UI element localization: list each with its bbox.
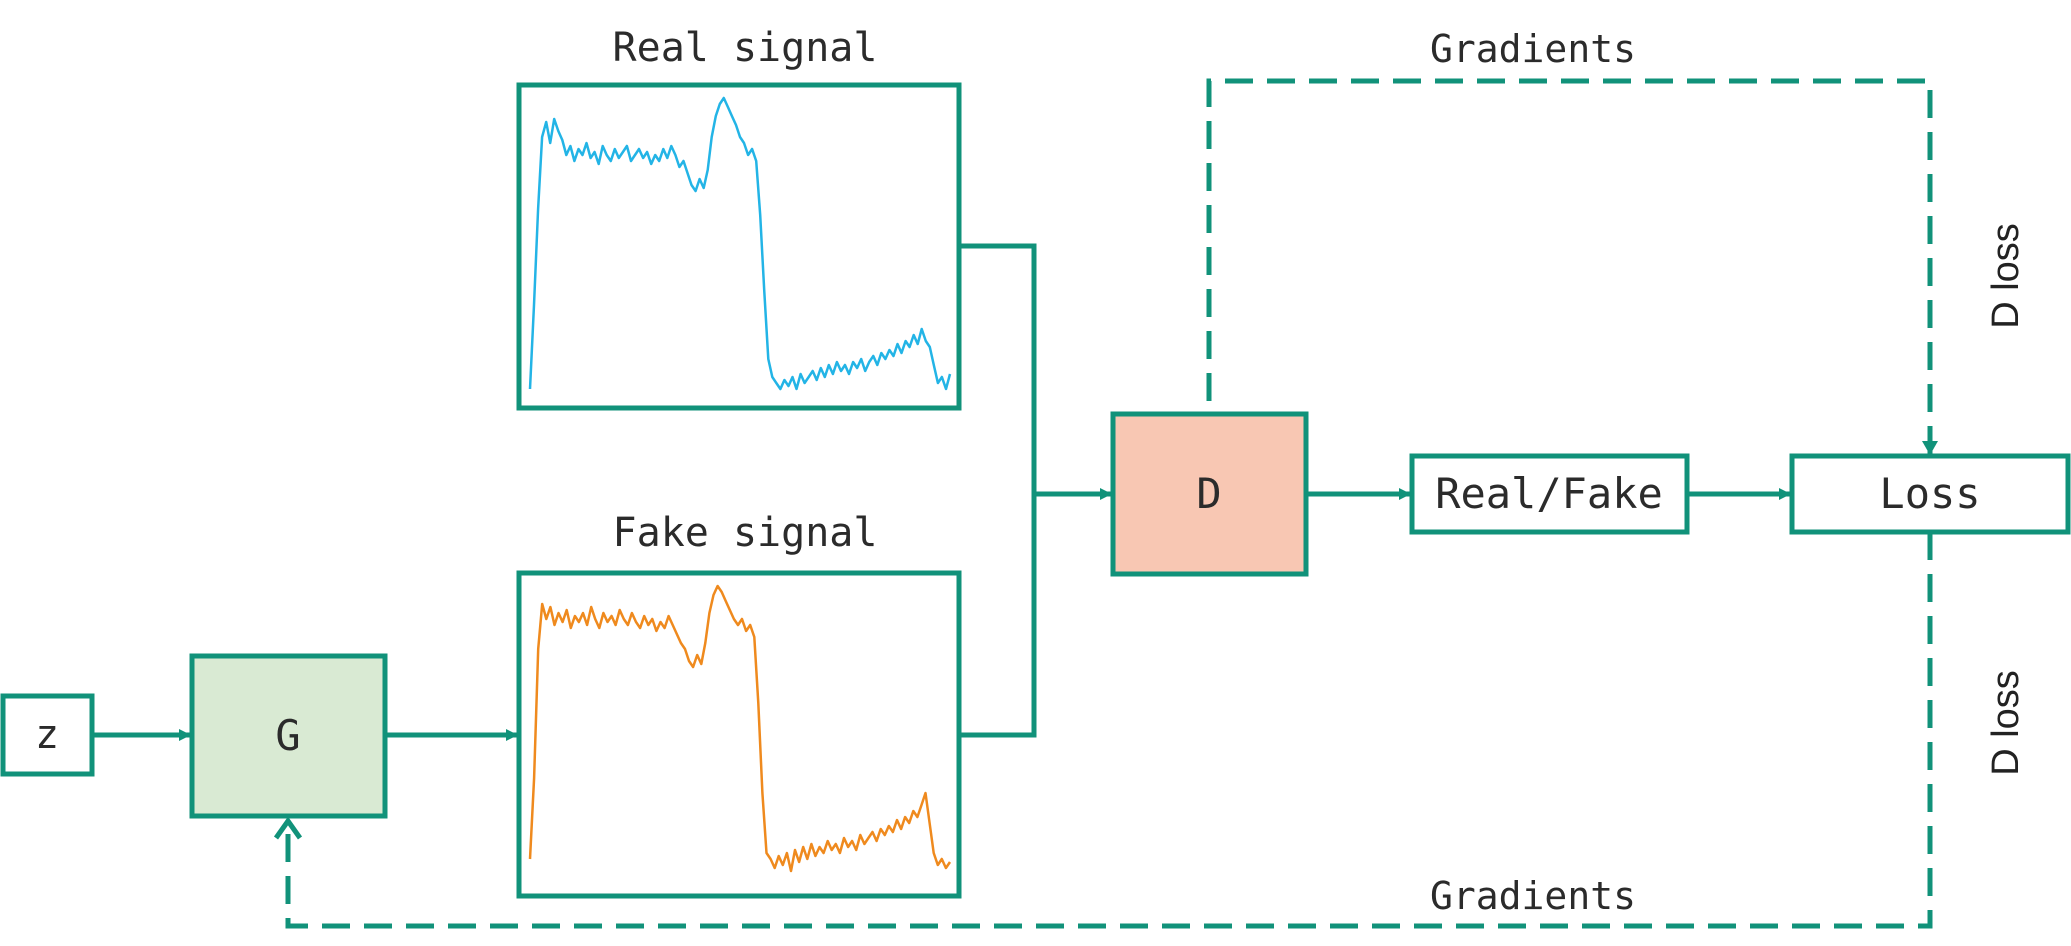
gradients-label-top: Gradients bbox=[1430, 27, 1636, 71]
line-fake-signal-to-junction bbox=[959, 494, 1037, 738]
loss-box bbox=[1789, 453, 2071, 535]
arrowhead-into-loss bbox=[1922, 441, 1938, 455]
real-fake-label: Real/Fake bbox=[1435, 469, 1663, 518]
real-signal-line bbox=[528, 96, 952, 391]
fake-signal-frame bbox=[516, 570, 962, 899]
gradients-label-bottom: Gradients bbox=[1430, 874, 1636, 918]
discriminator-label: D bbox=[1196, 469, 1221, 518]
d-loss-label-bottom: D loss bbox=[1985, 670, 2027, 776]
line-real-signal-to-junction bbox=[959, 243, 1037, 494]
real-fake-node: Real/Fake bbox=[1409, 453, 1690, 535]
arrowhead-into-g bbox=[273, 816, 303, 840]
z-label: z bbox=[35, 712, 59, 758]
generator-label: G bbox=[275, 711, 300, 760]
real-fake-box bbox=[1409, 453, 1690, 535]
fake-signal-panel bbox=[516, 570, 962, 899]
fake-signal-line bbox=[528, 584, 952, 873]
loss-label: Loss bbox=[1879, 469, 1980, 518]
real-signal-title: Real signal bbox=[613, 25, 878, 71]
generator-box bbox=[189, 653, 388, 819]
z-box bbox=[0, 693, 95, 777]
real-signal-frame bbox=[516, 82, 962, 411]
generator-node: G bbox=[189, 653, 388, 819]
dashed-gradient-paths bbox=[285, 78, 1933, 929]
d-loss-label-top: D loss bbox=[1985, 223, 2027, 329]
solid-connectors bbox=[92, 243, 1791, 741]
loss-node: Loss bbox=[1789, 453, 2071, 535]
real-signal-panel bbox=[516, 82, 962, 411]
discriminator-node: D bbox=[1110, 411, 1309, 577]
fake-signal-title: Fake signal bbox=[613, 510, 878, 556]
gradient-path-to-d bbox=[1206, 78, 1933, 454]
z-node: z bbox=[0, 693, 95, 777]
